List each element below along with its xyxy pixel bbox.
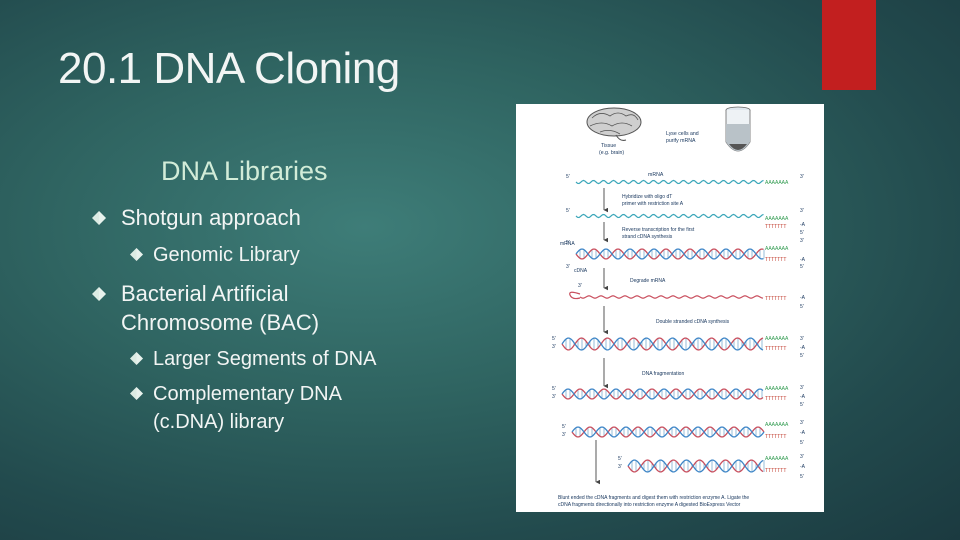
- brain-icon: [586, 107, 642, 141]
- three-prime-label: 3': [800, 238, 804, 244]
- diamond-bullet-icon: [92, 211, 106, 225]
- bullet-text: Shotgun approach: [121, 205, 301, 230]
- poly-t-primer: TTTTTTT: [765, 346, 786, 352]
- three-prime-label: 3': [800, 336, 804, 342]
- poly-t-primer: TTTTTTT: [765, 434, 786, 440]
- poly-a-tail: AAAAAAA: [765, 246, 789, 252]
- three-prime-label: 3': [618, 464, 622, 470]
- site-a-label: -A: [800, 222, 806, 228]
- poly-t-primer: TTTTTTT: [765, 396, 786, 402]
- label-mrna-strand: mRNA: [560, 241, 575, 247]
- bullet-text-line: Bacterial Artificial: [121, 281, 289, 306]
- poly-a-tail: AAAAAAA: [765, 216, 789, 222]
- label-blunt: cDNA fragments directionally into restri…: [558, 502, 741, 508]
- five-prime-label: 5': [566, 240, 570, 246]
- label-reverse-transcription: Reverse transcription for the first: [622, 227, 695, 233]
- poly-t-primer: TTTTTTT: [765, 296, 786, 302]
- site-a-label: -A: [800, 464, 806, 470]
- label-degrade: Degrade mRNA: [630, 278, 666, 284]
- five-prime-label: 5': [552, 336, 556, 342]
- fragment-helix-1-strand-b: [561, 388, 764, 400]
- three-prime-label: 3': [562, 432, 566, 438]
- five-prime-label: 5': [618, 456, 622, 462]
- label-lyse: Lyse cells and: [666, 131, 699, 137]
- five-prime-label: 5': [562, 424, 566, 430]
- site-a-label: -A: [800, 257, 806, 263]
- three-prime-label: 3': [800, 208, 804, 214]
- label-lyse: purify mRNA: [666, 138, 696, 144]
- five-prime-label: 5': [566, 208, 570, 214]
- poly-a-tail: AAAAAAA: [765, 180, 789, 186]
- label-fragmentation: DNA fragmentation: [642, 371, 684, 377]
- bullet-text: Bacterial Artificial Chromosome (BAC): [121, 279, 319, 337]
- mrna-strand: [575, 213, 764, 219]
- diamond-bullet-icon: [130, 352, 143, 365]
- mrna-strand: [575, 179, 764, 185]
- poly-t-primer: TTTTTTT: [765, 224, 786, 230]
- poly-a-tail: AAAAAAA: [765, 422, 789, 428]
- bullet-text: Larger Segments of DNA: [153, 348, 377, 370]
- diagram-canvas: 5'3'AAAAAAA5'3'AAAAAAATTTTTTT-A5'5'3'AAA…: [552, 106, 806, 508]
- ds-cdna-helix-strand-a: [561, 337, 764, 351]
- five-prime-label: 5': [800, 440, 804, 446]
- poly-a-tail: AAAAAAA: [765, 386, 789, 392]
- label-hybridize: Hybridize with oligo dT: [622, 194, 672, 200]
- label-hybridize: primer with restriction site A: [622, 201, 684, 207]
- label-cdna-strand: cDNA: [574, 268, 588, 274]
- three-prime-label: 3': [800, 454, 804, 460]
- bullet-text-line: Chromosome (BAC): [121, 310, 320, 335]
- five-prime-label: 5': [800, 402, 804, 408]
- bullet-text-line: (c.DNA) library: [153, 411, 285, 433]
- bullet-text: Complementary DNA (c.DNA) library: [153, 380, 342, 436]
- fragment-helix-3-strand-b: [627, 459, 764, 473]
- cdna-strand: [579, 295, 764, 299]
- site-a-label: -A: [800, 295, 806, 301]
- bullet-text-line: Complementary DNA: [153, 383, 342, 405]
- label-blunt: Blunt ended the cDNA fragments and diges…: [558, 495, 749, 501]
- three-prime-label: 3': [566, 264, 570, 270]
- five-prime-label: 5': [800, 474, 804, 480]
- poly-a-tail: AAAAAAA: [765, 456, 789, 462]
- five-prime-label: 5': [552, 386, 556, 392]
- five-prime-label: 5': [566, 174, 570, 180]
- bullet-text: Genomic Library: [153, 244, 300, 266]
- diamond-bullet-icon: [130, 248, 143, 261]
- five-prime-label: 5': [800, 353, 804, 359]
- site-a-label: -A: [800, 430, 806, 436]
- label-mrna: mRNA: [648, 172, 664, 178]
- label-tissue: Tissue: [601, 143, 616, 149]
- five-prime-label: 5': [800, 264, 804, 270]
- three-prime-label: 3': [800, 174, 804, 180]
- poly-t-primer: TTTTTTT: [765, 257, 786, 263]
- five-prime-label: 5': [800, 230, 804, 236]
- accent-bar: [822, 0, 876, 90]
- slide-subtitle: DNA Libraries: [161, 156, 328, 186]
- diamond-bullet-icon: [92, 287, 106, 301]
- three-prime-label: 3': [552, 344, 556, 350]
- label-double-stranded: Double stranded cDNA synthesis: [656, 319, 730, 325]
- three-prime-label: 3': [552, 394, 556, 400]
- ds-cdna-helix-strand-b: [561, 337, 764, 351]
- label-tissue: (e.g. brain): [599, 150, 624, 156]
- test-tube-icon: [725, 106, 751, 152]
- diamond-bullet-icon: [130, 387, 143, 400]
- three-prime-label: 3': [800, 385, 804, 391]
- fragment-helix-3-strand-a: [627, 459, 764, 473]
- three-prime-label: 3': [578, 283, 582, 289]
- three-prime-label: 3': [800, 420, 804, 426]
- hybrid-helix-strand-b: [575, 248, 764, 260]
- site-a-label: -A: [800, 345, 806, 351]
- fragment-helix-2-strand-b: [571, 426, 765, 438]
- hairpin-loop: [569, 291, 581, 300]
- label-reverse-transcription: strand cDNA synthesis: [622, 234, 673, 240]
- five-prime-label: 5': [800, 304, 804, 310]
- poly-t-primer: TTTTTTT: [765, 468, 786, 474]
- site-a-label: -A: [800, 394, 806, 400]
- fragment-helix-1-strand-a: [561, 388, 764, 400]
- slide-title: 20.1 DNA Cloning: [58, 44, 400, 93]
- poly-a-tail: AAAAAAA: [765, 336, 789, 342]
